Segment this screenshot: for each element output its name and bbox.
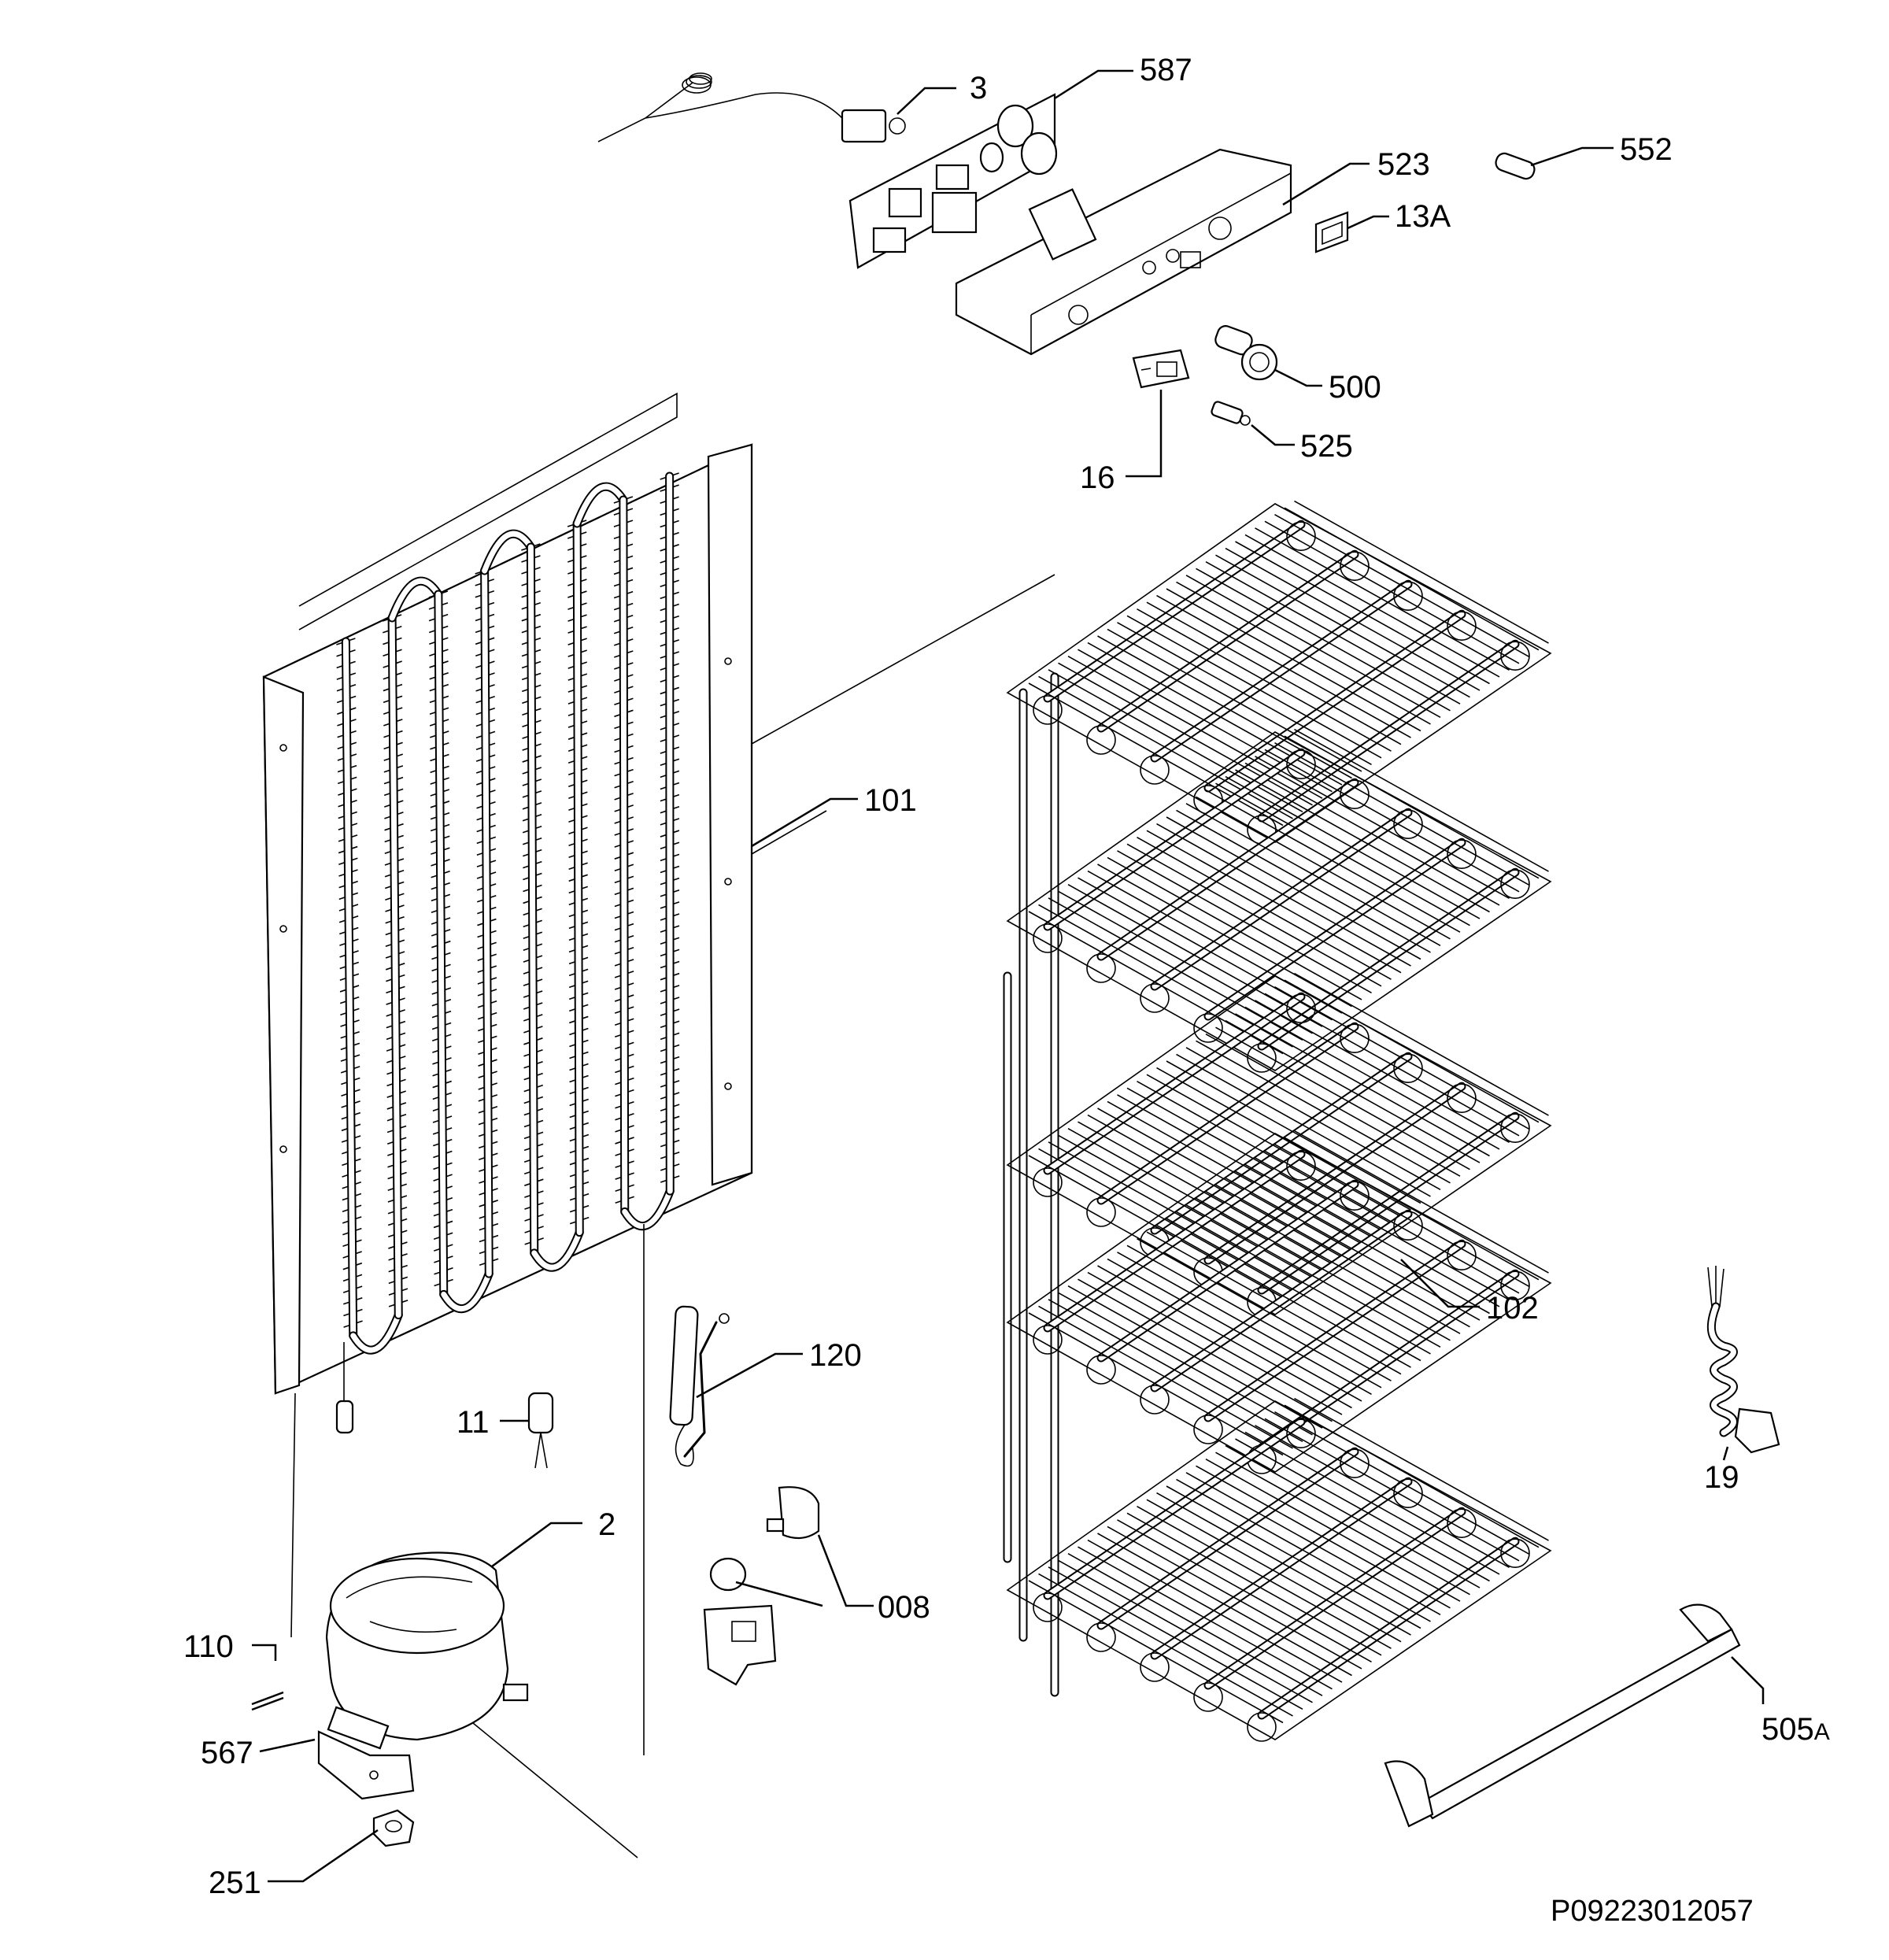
evaporator-shelf [1006, 1130, 1552, 1474]
part-labels: 3 587 523 552 13A 500 525 16 101 102 120… [183, 53, 1830, 1928]
label-101: 101 [864, 783, 917, 818]
evaporator-shelf [1006, 500, 1552, 845]
label-120: 120 [809, 1338, 862, 1373]
label-2: 2 [598, 1507, 615, 1542]
part-523-lamp-housing [955, 148, 1292, 356]
part-505A-handle [1384, 1603, 1741, 1828]
part-120-filter-drier [669, 1305, 730, 1467]
guide-lines [290, 574, 1055, 1858]
label-11: 11 [457, 1405, 490, 1440]
part-500-knob [1214, 325, 1278, 381]
part-102-evaporator [1003, 500, 1552, 1742]
label-567: 567 [201, 1736, 253, 1770]
label-525: 525 [1300, 429, 1353, 464]
label-500: 500 [1329, 370, 1381, 405]
part-587-control-board [848, 93, 1058, 269]
label-110: 110 [183, 1629, 234, 1664]
leader-lines [252, 69, 1765, 1883]
condenser-tubes [336, 472, 680, 1355]
part-101-condenser [262, 392, 753, 1434]
part-2-compressor [251, 1551, 529, 1800]
label-505A: 505A [1761, 1712, 1830, 1747]
label-552: 552 [1620, 132, 1673, 167]
evaporator-shelf [1006, 728, 1552, 1073]
evaporator-shelf [1006, 972, 1552, 1317]
part-525-indicator-lamp [1211, 401, 1251, 426]
part-251-nut [372, 1809, 415, 1847]
part-552-lamp-bulb [1495, 152, 1536, 180]
label-13A: 13A [1395, 199, 1451, 234]
evaporator-shelf [1006, 1397, 1552, 1742]
part-3-thermostat [597, 72, 906, 143]
label-251: 251 [209, 1866, 261, 1900]
part-008-relay [703, 1486, 820, 1686]
part-16-rocker-switch [1132, 349, 1190, 389]
evaporator-shelves [1006, 500, 1552, 1742]
part-19-power-cord [1706, 1266, 1780, 1454]
part-13A-switch [1314, 211, 1349, 253]
label-102: 102 [1486, 1291, 1539, 1326]
drawing-code: P09223012057 [1551, 1895, 1754, 1928]
label-16: 16 [1080, 460, 1115, 495]
label-3: 3 [970, 71, 987, 105]
label-587: 587 [1140, 53, 1192, 87]
part-11-valve [527, 1392, 554, 1469]
label-523: 523 [1377, 147, 1430, 182]
label-19: 19 [1704, 1460, 1739, 1495]
label-008: 008 [878, 1590, 930, 1625]
